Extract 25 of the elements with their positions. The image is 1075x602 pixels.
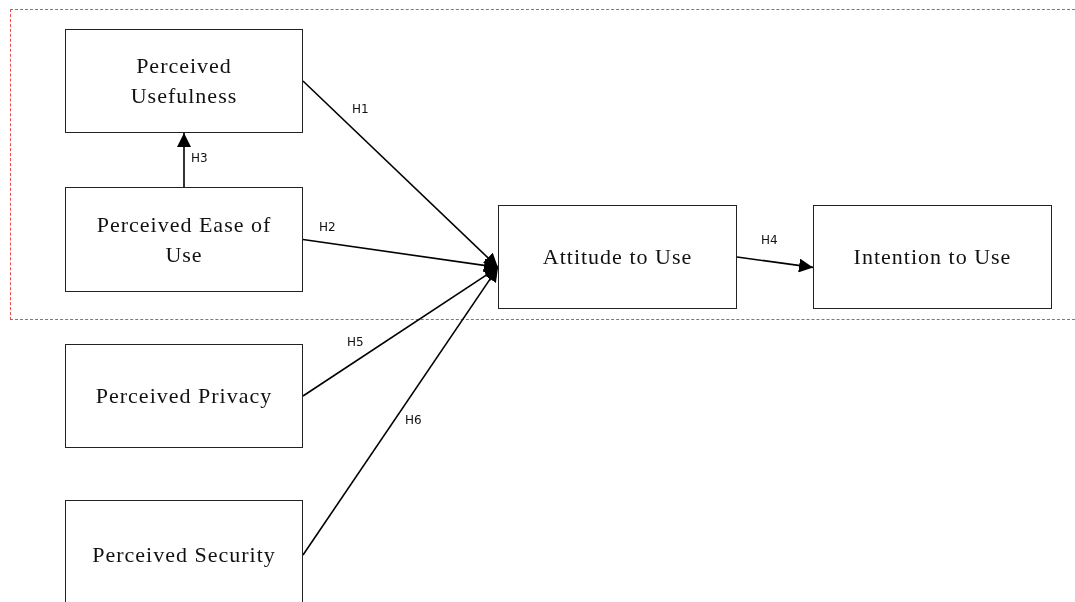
edge-label: H2 xyxy=(318,220,337,234)
arrow xyxy=(302,266,499,556)
arrow xyxy=(736,256,814,273)
construct-box xyxy=(65,344,303,448)
arrow xyxy=(177,132,191,188)
construct-label: Attitude to Use xyxy=(541,243,694,272)
arrow xyxy=(302,238,499,273)
edge-label: H4 xyxy=(760,233,779,247)
construct-box xyxy=(813,205,1052,309)
construct-label: Perceived Ease of Use xyxy=(95,210,273,269)
construct-box xyxy=(65,187,303,292)
dashed-group-box xyxy=(10,9,1075,320)
arrow xyxy=(302,266,499,397)
arrow xyxy=(302,80,499,269)
construct-label: Intention to Use xyxy=(852,243,1013,272)
edge-label: H5 xyxy=(346,335,365,349)
edge-label: H1 xyxy=(351,102,370,116)
construct-box xyxy=(498,205,737,309)
construct-label: Perceived Security xyxy=(91,541,277,570)
construct-label: Perceived Usefulness xyxy=(129,52,239,110)
edge-label: H3 xyxy=(190,151,209,165)
construct-label: Perceived Privacy xyxy=(94,382,274,411)
edge-label: H6 xyxy=(404,413,423,427)
construct-box xyxy=(65,500,303,602)
construct-box xyxy=(65,29,303,133)
